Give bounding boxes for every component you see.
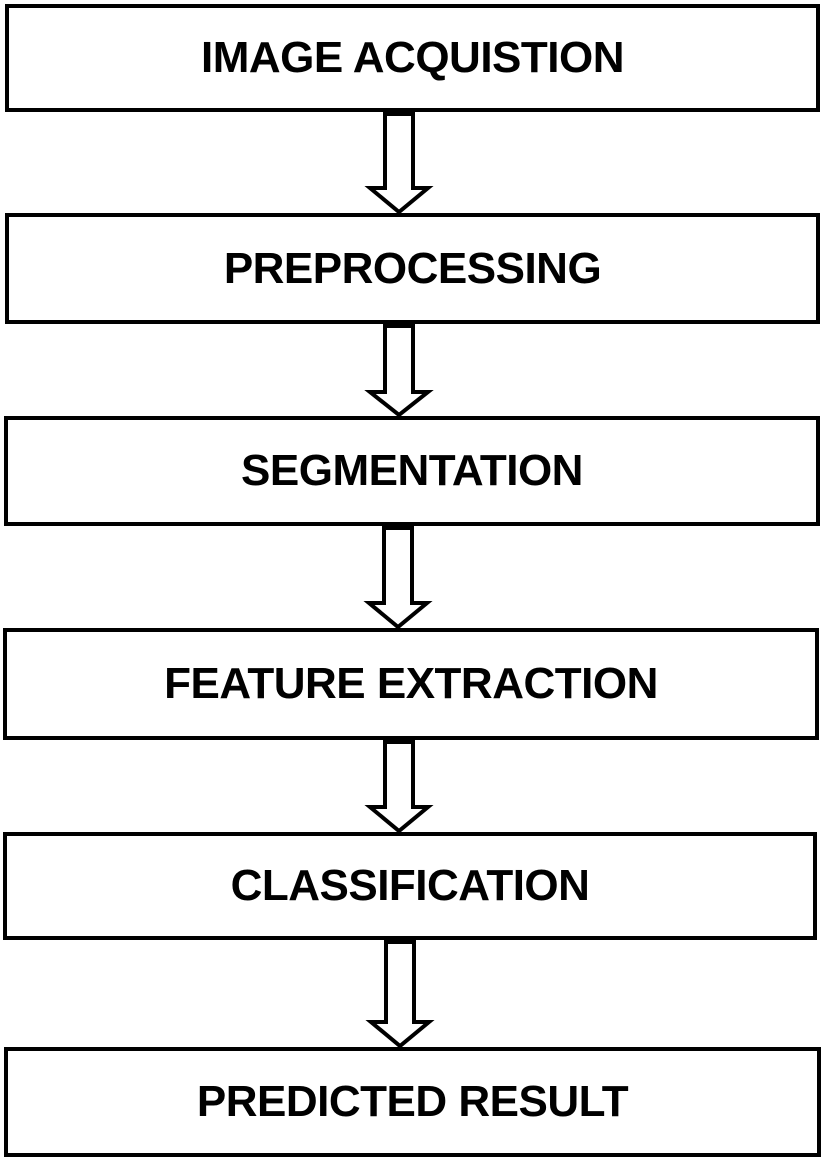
flow-arrow-2 bbox=[364, 324, 434, 418]
step-label: FEATURE EXTRACTION bbox=[164, 659, 658, 708]
step-label: SEGMENTATION bbox=[241, 446, 583, 495]
step-box-classification: CLASSIFICATION bbox=[3, 832, 817, 940]
step-box-feature-extraction: FEATURE EXTRACTION bbox=[3, 628, 819, 740]
flow-arrow-4 bbox=[364, 740, 434, 834]
step-box-preprocessing: PREPROCESSING bbox=[5, 213, 820, 324]
step-box-segmentation: SEGMENTATION bbox=[4, 416, 820, 526]
step-label: CLASSIFICATION bbox=[230, 861, 590, 910]
step-box-image-acquisition: IMAGE ACQUISTION bbox=[5, 4, 820, 112]
step-label: PREDICTED RESULT bbox=[196, 1077, 629, 1126]
step-box-predicted-result: PREDICTED RESULT bbox=[4, 1047, 821, 1157]
flow-arrow-5 bbox=[365, 940, 435, 1049]
step-label: PREPROCESSING bbox=[223, 243, 602, 293]
step-label: IMAGE ACQUISTION bbox=[200, 33, 625, 82]
flow-arrow-1 bbox=[364, 112, 434, 215]
flow-arrow-3 bbox=[363, 526, 433, 630]
